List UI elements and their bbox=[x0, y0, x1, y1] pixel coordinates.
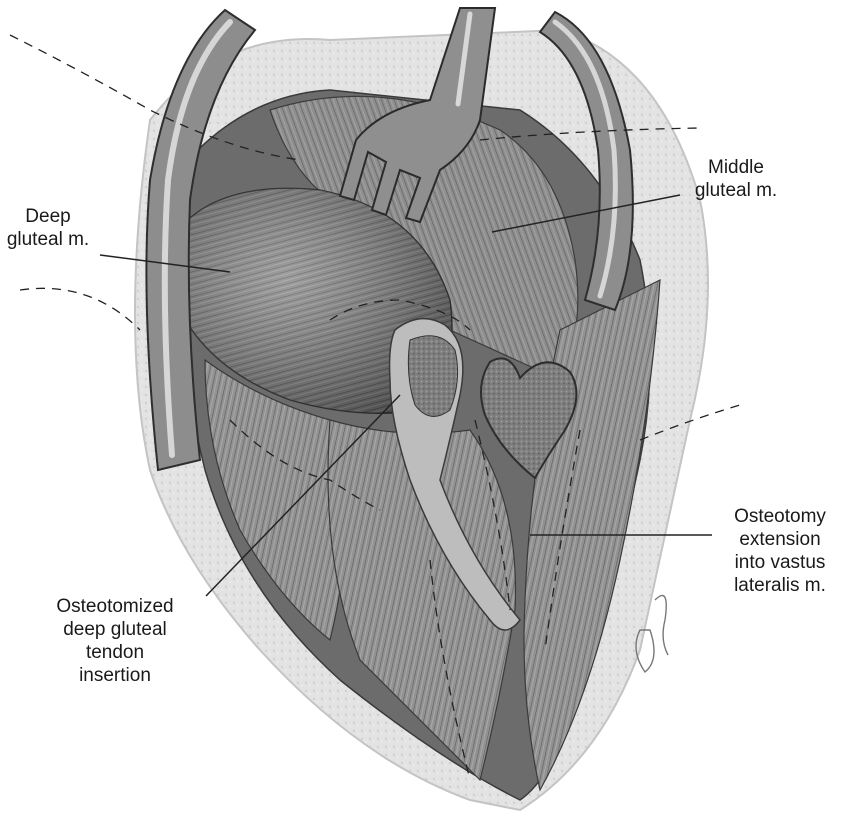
label-deep-gluteal: Deep gluteal m. bbox=[6, 206, 90, 250]
lateral-thigh-muscle bbox=[204, 358, 346, 642]
leader-middle-gluteal bbox=[491, 194, 681, 233]
right-retractor bbox=[538, 10, 634, 312]
leader-lines bbox=[99, 194, 712, 597]
fork-retractor bbox=[338, 7, 497, 224]
artist-signature bbox=[635, 594, 669, 674]
left-retractor bbox=[145, 8, 257, 472]
label-osteotomy-extension: Osteotomy extension into vastus laterali… bbox=[734, 506, 826, 596]
label-middle-gluteal: Middle gluteal m. bbox=[694, 157, 778, 201]
dashed-outlines bbox=[9, 34, 741, 781]
leader-osteotomized-tendon bbox=[205, 394, 401, 597]
leader-deep-gluteal bbox=[99, 254, 231, 273]
osteotomy-bone-surface bbox=[480, 357, 578, 480]
central-muscle bbox=[327, 419, 517, 782]
label-osteotomized-tendon: Osteotomized deep gluteal tendon inserti… bbox=[56, 596, 174, 686]
